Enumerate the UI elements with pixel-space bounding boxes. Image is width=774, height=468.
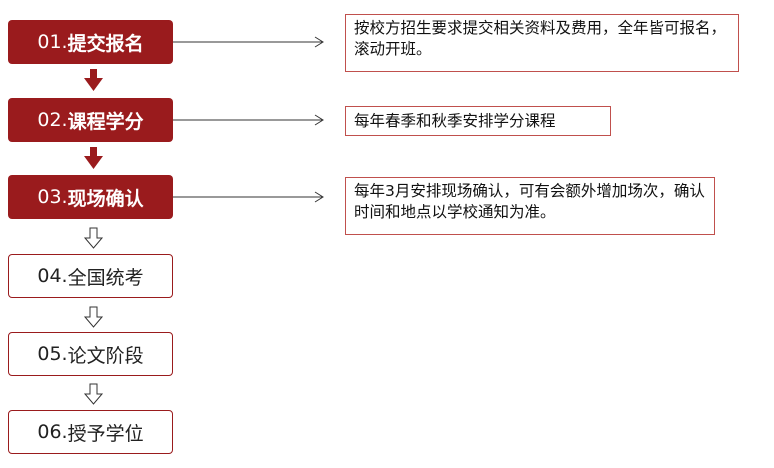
step-title: 现场确认: [67, 187, 144, 210]
step-onsite-confirmation: 03.现场确认: [8, 175, 173, 219]
note-onsite-confirmation: 每年3月安排现场确认，可有会额外增加场次，确认时间和地点以学校通知为准。: [345, 177, 715, 235]
note-course-credits: 每年春季和秋季安排学分课程: [345, 106, 611, 136]
down-arrow-hollow-2: [83, 306, 104, 328]
step-number: 06.: [37, 421, 68, 443]
step-title: 论文阶段: [67, 344, 144, 367]
step-submit-application: 01.提交报名: [8, 20, 173, 64]
down-arrow-hollow-1: [83, 227, 104, 249]
step-number: 03.: [37, 186, 68, 208]
step-number: 01.: [37, 31, 68, 53]
step-degree-award: 06.授予学位: [8, 410, 173, 454]
step-title: 全国统考: [67, 266, 144, 289]
down-arrow-solid-2: [84, 147, 103, 169]
note-connector-3: [173, 191, 324, 203]
step-number: 05.: [37, 343, 68, 365]
step-title: 授予学位: [67, 422, 144, 445]
note-connector-1: [173, 36, 324, 48]
step-course-credits: 02.课程学分: [8, 98, 173, 142]
step-number: 02.: [37, 109, 68, 131]
step-title: 提交报名: [67, 32, 144, 55]
note-submit-application: 按校方招生要求提交相关资料及费用，全年皆可报名，滚动开班。: [345, 14, 739, 72]
step-thesis: 05.论文阶段: [8, 332, 173, 376]
down-arrow-hollow-3: [83, 383, 104, 405]
step-number: 04.: [37, 265, 68, 287]
step-national-exam: 04.全国统考: [8, 254, 173, 298]
step-title: 课程学分: [67, 110, 144, 133]
down-arrow-solid-1: [84, 69, 103, 91]
note-connector-2: [173, 114, 324, 126]
